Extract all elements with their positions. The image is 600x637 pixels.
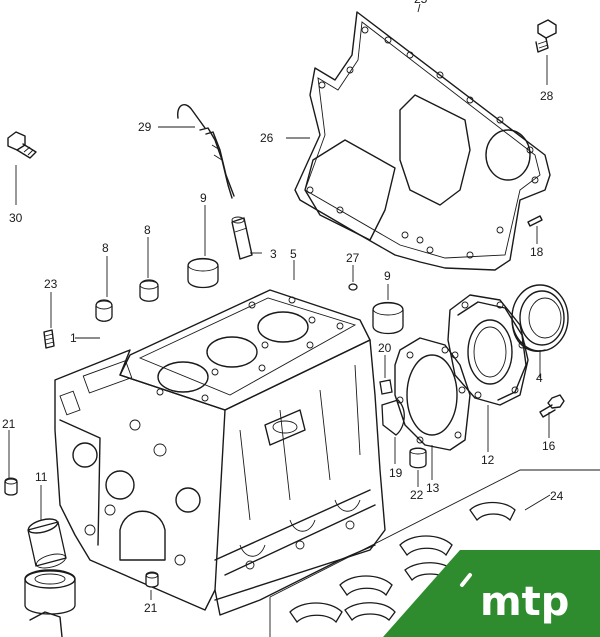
pin-21-a [4, 477, 18, 496]
label-20: 20 [378, 341, 392, 355]
logo-text: mtp [480, 579, 569, 625]
oil-seal-4 [511, 284, 569, 352]
bolt-16 [539, 394, 565, 418]
gasket-bottom-left [29, 611, 63, 637]
plug-8-a [95, 299, 113, 322]
housing-12 [447, 294, 529, 406]
part-labels: 1 3 5 8 8 9 9 11 12 13 16 18 19 20 21 21… [2, 0, 564, 615]
label-21-b: 21 [144, 601, 158, 615]
label-1: 1 [70, 331, 77, 345]
gasket-13 [394, 337, 471, 451]
label-9-a: 9 [200, 191, 207, 205]
plug-9-b [372, 301, 404, 335]
bushing-11 [27, 518, 67, 569]
label-19: 19 [389, 466, 403, 480]
dipstick-tube-3 [231, 216, 253, 260]
plug-9-a [187, 257, 219, 289]
label-21-a: 21 [2, 417, 16, 431]
bolt-28 [535, 19, 557, 53]
stud-23 [43, 329, 55, 349]
leader-lines [8, 3, 551, 600]
label-23: 23 [44, 277, 58, 291]
label-3: 3 [270, 247, 277, 261]
gasket-plate [294, 11, 551, 271]
bearing-bottom-left [24, 569, 76, 615]
bolt-30 [7, 131, 37, 159]
label-16: 16 [542, 439, 556, 453]
label-29: 29 [138, 120, 152, 134]
label-18: 18 [530, 245, 544, 259]
cap-19 [381, 399, 405, 436]
cylinder-block [54, 289, 386, 616]
plug-8-b [139, 279, 159, 302]
logo-background [383, 550, 600, 637]
label-5: 5 [290, 247, 297, 261]
label-11: 11 [35, 470, 48, 484]
label-22: 22 [410, 488, 424, 502]
label-8-a: 8 [102, 241, 109, 255]
plug-20 [379, 379, 393, 395]
plug-22 [409, 447, 427, 469]
pin-18 [527, 215, 543, 227]
label-4: 4 [536, 371, 543, 385]
label-9-b: 9 [384, 269, 391, 283]
mtp-logo: mtp [383, 550, 600, 637]
bearing-set-24 [269, 469, 600, 637]
label-30: 30 [9, 211, 23, 225]
label-27: 27 [346, 251, 360, 265]
label-24: 24 [550, 489, 564, 503]
label-25: 25 [414, 0, 428, 6]
label-12: 12 [481, 453, 495, 467]
label-26: 26 [260, 131, 274, 145]
label-28: 28 [540, 89, 554, 103]
pin-27 [348, 283, 358, 291]
dipstick-29 [177, 104, 235, 199]
pin-21-b [145, 571, 159, 588]
label-13: 13 [426, 481, 440, 495]
label-8-b: 8 [144, 223, 151, 237]
